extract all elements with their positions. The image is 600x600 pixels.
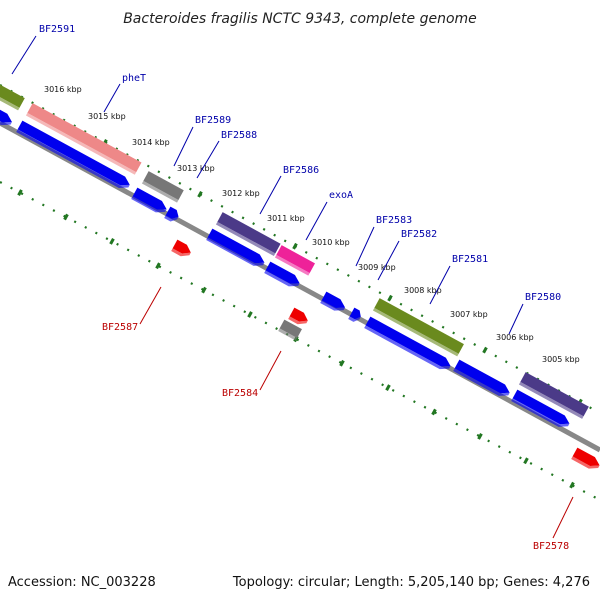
cog-bar-olive — [0, 75, 25, 111]
forward-cds-arrow — [16, 120, 130, 189]
tick-label: 3009 kbp — [358, 263, 396, 272]
gene-leader-line — [508, 303, 524, 335]
outer-major-tick — [482, 346, 488, 354]
cog-bar-salmon — [25, 103, 142, 175]
inner-major-tick — [385, 384, 391, 391]
outer-tick-ring — [0, 84, 600, 414]
gene-leader-line — [103, 83, 121, 113]
gene-label: BF2587 — [102, 322, 138, 333]
gene-label: exoA — [329, 190, 353, 201]
map-title: Bacteroides fragilis NCTC 9343, complete… — [123, 11, 477, 27]
outer-major-tick — [387, 294, 393, 302]
reverse-cds-arrow — [171, 239, 191, 257]
tick-label: 3014 kbp — [132, 138, 170, 147]
tick-label: 3007 kbp — [450, 310, 488, 319]
tick-label: 3005 kbp — [542, 355, 580, 364]
tick-label: 3010 kbp — [312, 238, 350, 247]
gene-label: BF2591 — [39, 24, 75, 35]
gene-label: BF2578 — [533, 541, 569, 552]
cog-bars — [0, 75, 589, 419]
gene-label: BF2584 — [222, 388, 258, 399]
accession-text: Accession: NC_003228 — [8, 575, 156, 590]
cog-bar-indigo — [215, 212, 281, 257]
cog-bar-indigo — [518, 372, 589, 419]
tick-label: 3015 kbp — [88, 112, 126, 121]
tick-label: 3013 kbp — [177, 164, 215, 173]
gene-label: BF2581 — [452, 254, 488, 265]
reverse-cds-track — [171, 239, 600, 469]
outer-major-tick — [197, 190, 203, 198]
forward-cds-arrow — [131, 187, 167, 213]
tick-label: 3011 kbp — [267, 214, 305, 223]
inner-major-tick — [247, 311, 253, 318]
forward-cds-arrow — [511, 389, 570, 427]
gene-label: BF2586 — [283, 165, 319, 176]
gene-label: BF2589 — [195, 115, 231, 126]
inner-major-tick — [155, 262, 161, 270]
inner-major-tick — [63, 213, 69, 221]
gene-leader-line — [139, 286, 162, 325]
inner-major-tick — [201, 286, 207, 294]
gene-leader-line — [355, 226, 375, 267]
cog-bar-olive — [372, 298, 464, 357]
gene-leader-line — [259, 350, 282, 391]
cog-bar-gray — [278, 319, 302, 341]
inner-major-tick — [569, 481, 575, 489]
forward-cds-arrow — [264, 261, 300, 287]
inner-major-tick — [477, 433, 483, 440]
tick-label: 3008 kbp — [404, 286, 442, 295]
forward-cds-arrow — [206, 228, 265, 266]
gene-leader-line — [377, 240, 400, 281]
tick-label: 3006 kbp — [496, 333, 534, 342]
genome-summary-text: Topology: circular; Length: 5,205,140 bp… — [232, 575, 590, 590]
gene-leader-line — [552, 496, 574, 539]
gene-leader-line — [173, 126, 194, 167]
gene-label: BF2582 — [401, 229, 437, 240]
gene-label: BF2580 — [525, 292, 561, 303]
gene-label: pheT — [122, 73, 146, 84]
tick-label: 3016 kbp — [44, 85, 82, 94]
forward-cds-arrow — [348, 307, 361, 322]
inner-major-tick — [339, 359, 345, 367]
inner-major-tick — [109, 238, 115, 245]
gene-label: BF2588 — [221, 130, 257, 141]
forward-cds-arrow — [0, 105, 12, 126]
gene-leader-line — [429, 265, 451, 305]
gene-label: BF2583 — [376, 215, 412, 226]
forward-cds-arrow — [320, 291, 346, 311]
cog-bar-magenta — [274, 245, 315, 276]
inner-major-tick — [523, 457, 529, 465]
forward-cds-arrow — [164, 206, 179, 222]
reverse-cds-arrow — [571, 447, 600, 469]
tick-label: 3012 kbp — [222, 189, 260, 198]
gene-leader-line — [305, 201, 328, 241]
gene-leader-line — [259, 175, 282, 215]
tick-labels: 3016 kbp 3015 kbp 3014 kbp 3013 kbp 3012 kbp… — [44, 85, 580, 364]
forward-cds-arrow — [453, 359, 510, 396]
reverse-cds-arrow — [288, 307, 308, 325]
gene-leader-line — [11, 35, 37, 75]
cog-bar-gray — [141, 171, 184, 203]
gene-leader-line — [196, 140, 220, 179]
inner-tick-ring — [0, 181, 600, 501]
forward-cds-arrow — [364, 316, 451, 370]
inner-major-tick — [17, 189, 23, 196]
inner-major-tick — [431, 408, 437, 416]
outer-major-tick — [292, 242, 298, 250]
forward-cds-track — [0, 105, 570, 427]
